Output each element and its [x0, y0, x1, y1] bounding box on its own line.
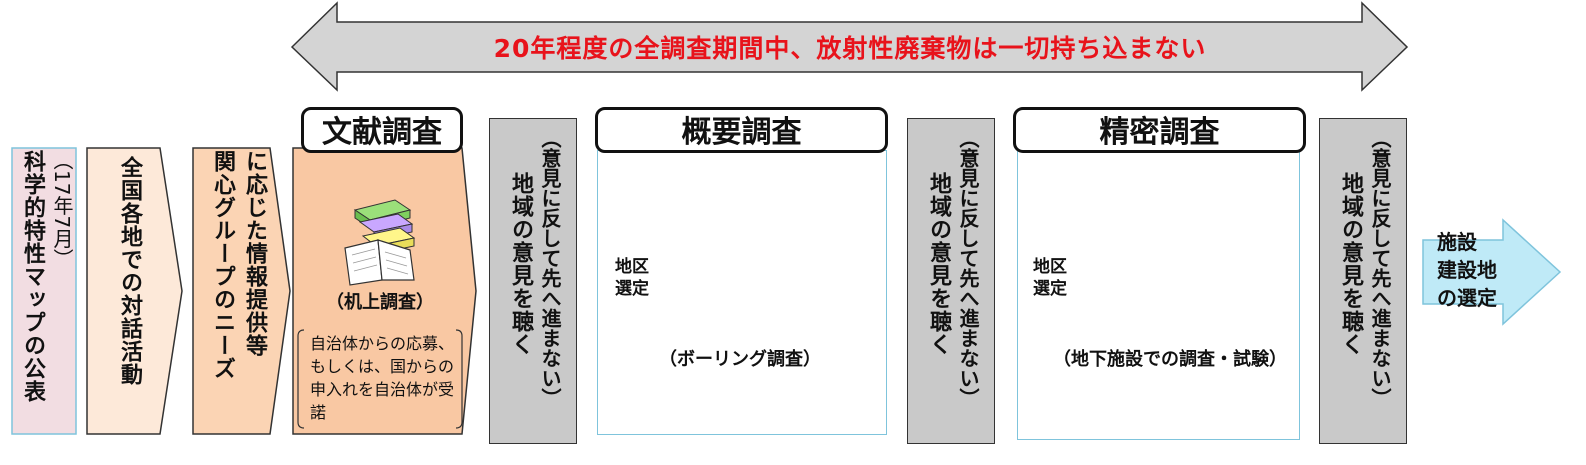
stage-title-detailed: 精密調査: [1013, 107, 1306, 153]
banner-double-arrow: [290, 1, 1409, 92]
groups-text-line2: に応じた情報提供等: [242, 150, 267, 357]
select-label-1: 地区選定: [615, 257, 649, 299]
final-label-line1: 施設: [1437, 230, 1477, 254]
final-label-line2: 建設地: [1437, 258, 1497, 282]
listen-sub-3: （意見に反して先へ進まない）: [1368, 128, 1392, 408]
listen-column-1: [489, 118, 577, 444]
map-title: 科学的特性マップの公表: [20, 150, 45, 403]
groups-step-shape: [192, 147, 291, 435]
dialogue-step-shape: [86, 147, 183, 435]
detailed-caption: （地下施設での調査・試験）: [1053, 349, 1287, 370]
listen-sub-2: （意見に反して先へ進まない）: [956, 128, 980, 408]
overview-box: [597, 150, 887, 435]
final-arrow: [1422, 218, 1562, 326]
dialogue-text: 全国各地での対話活動: [117, 156, 142, 386]
literature-note: 自治体からの応募、もしくは、国からの申入れを自治体が受諾: [310, 334, 455, 422]
listen-main-1: 地域の意見を聴く: [508, 172, 533, 356]
note-bracket: [297, 329, 463, 429]
overview-caption: （ボーリング調査）: [659, 349, 821, 370]
listen-column-2: [907, 118, 995, 444]
groups-text-line1: 関心グループのニーズ: [210, 150, 235, 380]
listen-sub-1: （意見に反して先へ進まない）: [538, 128, 562, 408]
banner-title: 20年程度の全調査期間中、放射性廃棄物は一切持ち込まない: [493, 34, 1207, 63]
stage-title-overview: 概要調査: [595, 107, 888, 153]
detailed-box: [1017, 150, 1300, 440]
listen-column-3: [1319, 118, 1407, 444]
final-label: 施設 建設地 の選定: [1437, 228, 1497, 312]
book-icon: [344, 199, 416, 286]
select-label-2: 地区選定: [1033, 257, 1067, 299]
literature-caption: （机上調査）: [326, 292, 434, 313]
map-date: （17年7月）: [50, 150, 74, 269]
map-step-shape: [11, 147, 77, 435]
final-label-line3: の選定: [1437, 286, 1497, 310]
listen-main-2: 地域の意見を聴く: [926, 172, 951, 356]
listen-main-3: 地域の意見を聴く: [1338, 172, 1363, 356]
stage-title-literature: 文献調査: [301, 107, 463, 153]
